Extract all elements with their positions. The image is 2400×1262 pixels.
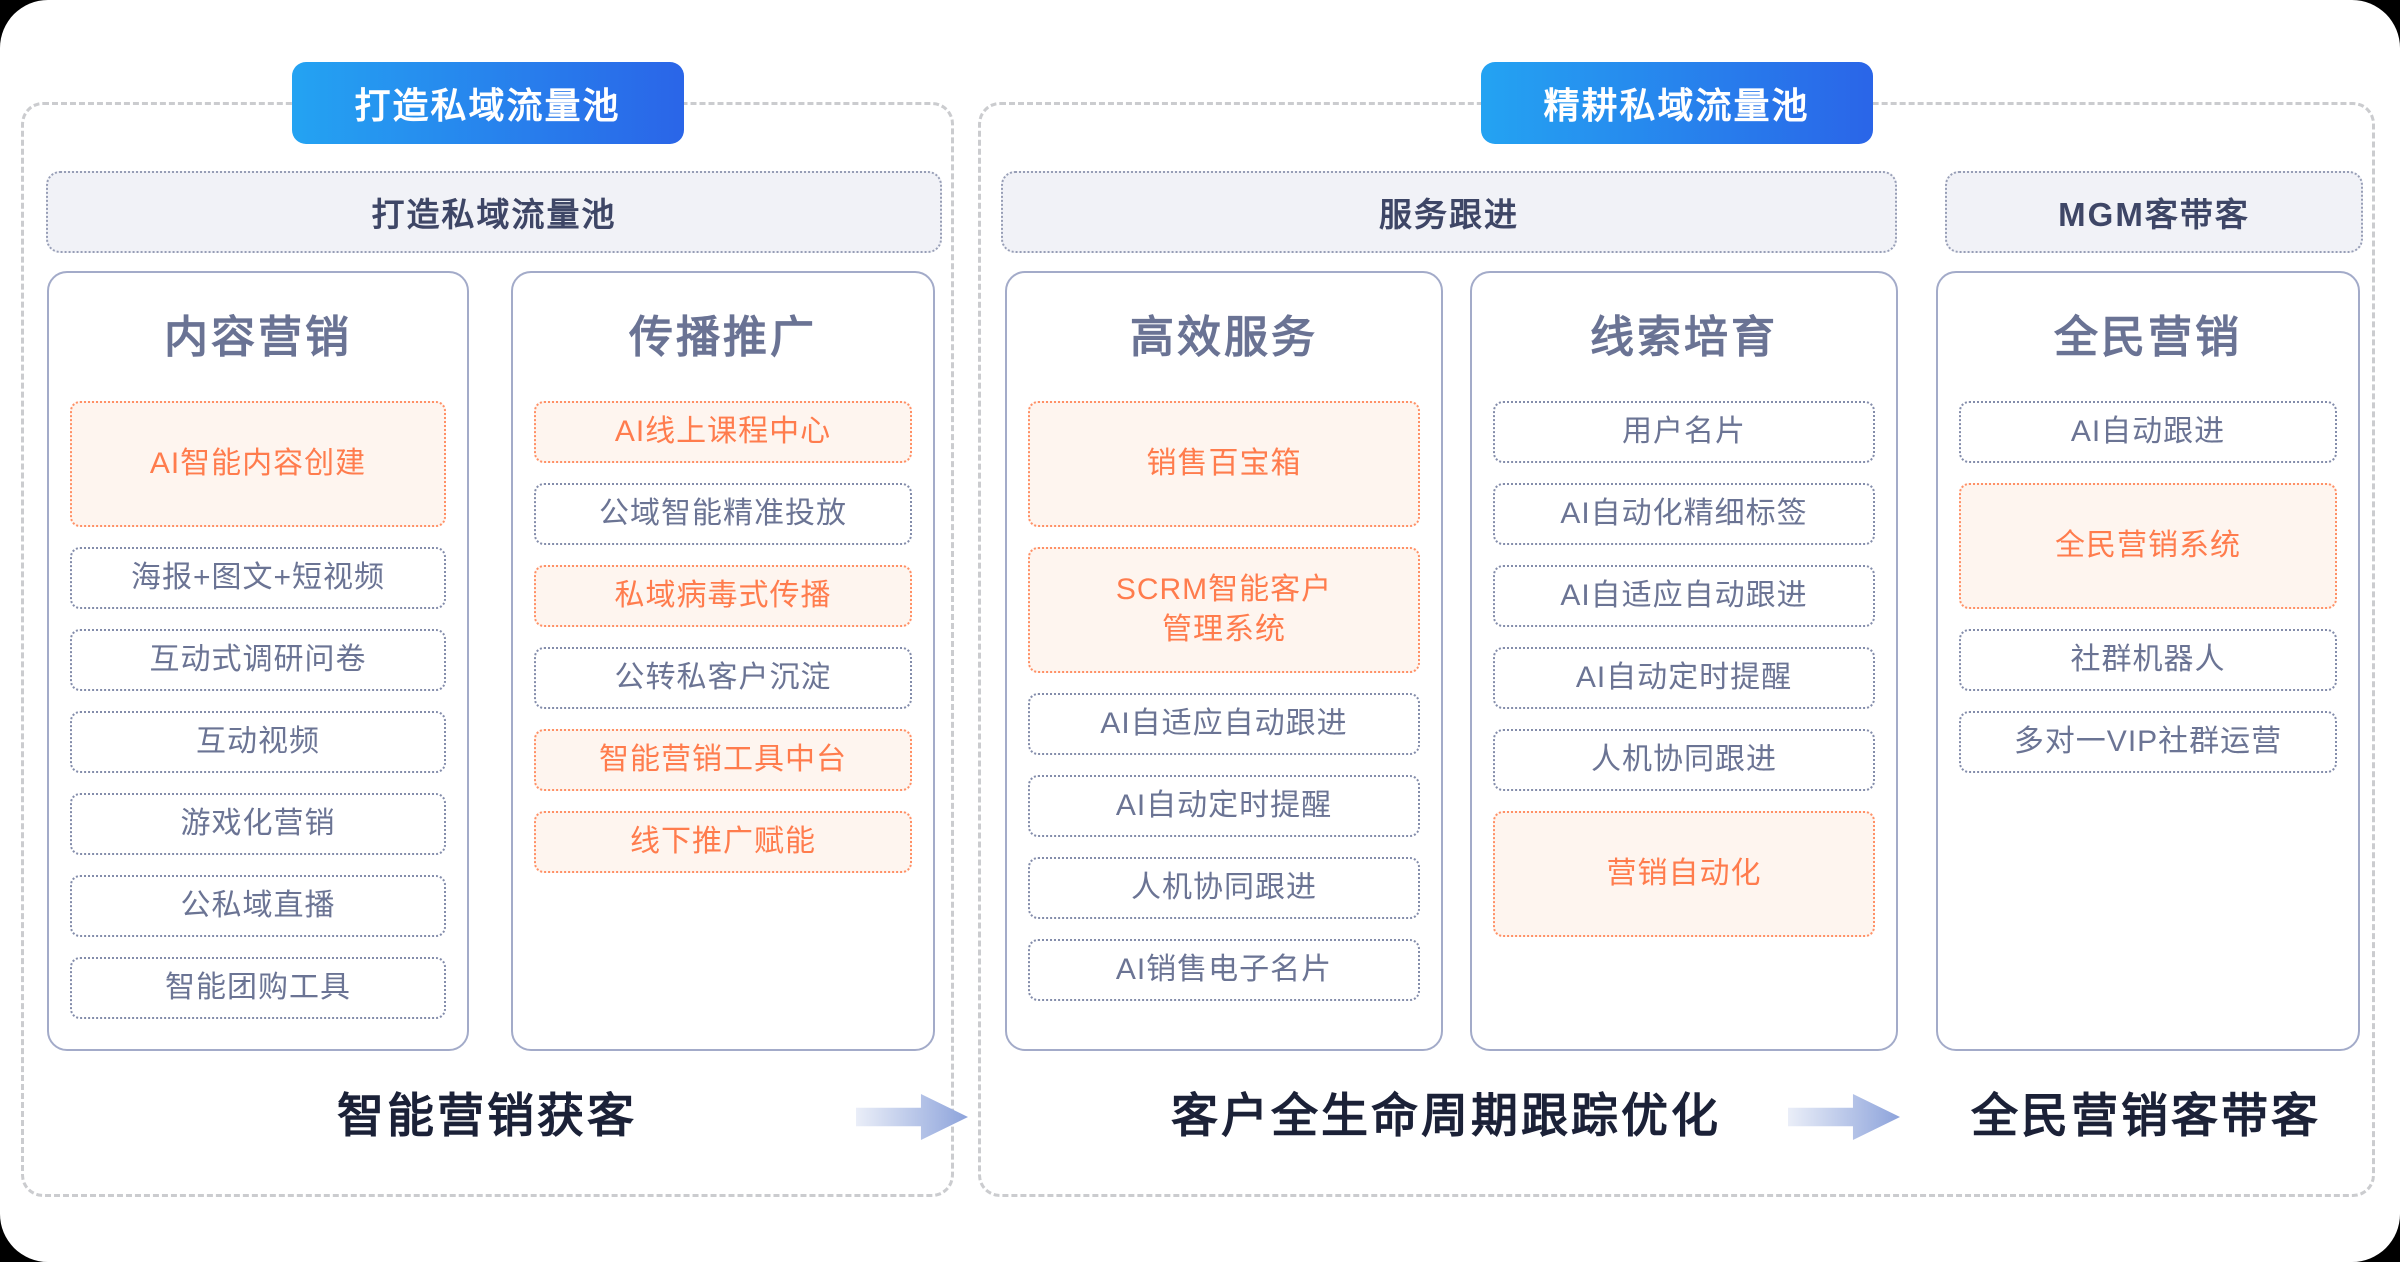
badge-build-private-pool: 打造私域流量池 bbox=[291, 62, 684, 144]
feature-item: 人机协同跟进 bbox=[1493, 729, 1875, 791]
feature-item: 私域病毒式传播 bbox=[534, 565, 912, 627]
header-mgm-referral: MGM客带客 bbox=[1945, 171, 2363, 253]
column-title: 线索培育 bbox=[1590, 313, 1778, 362]
feature-item: AI自适应自动跟进 bbox=[1028, 693, 1420, 755]
header-service-followup: 服务跟进 bbox=[1001, 171, 1897, 253]
feature-item: 游戏化营销 bbox=[70, 793, 446, 855]
feature-item: 公私域直播 bbox=[70, 875, 446, 937]
feature-item: AI自动定时提醒 bbox=[1493, 647, 1875, 709]
feature-item: 销售百宝箱 bbox=[1028, 401, 1420, 527]
feature-item: AI自动定时提醒 bbox=[1028, 775, 1420, 837]
column-title: 全民营销 bbox=[2054, 313, 2242, 362]
caption-referral-marketing: 全民营销客带客 bbox=[1971, 1089, 2321, 1142]
feature-item: 海报+图文+短视频 bbox=[70, 547, 446, 609]
caption-smart-acquisition: 智能营销获客 bbox=[337, 1089, 637, 1142]
feature-item: SCRM智能客户 管理系统 bbox=[1028, 547, 1420, 673]
column-content-marketing: 内容营销 AI智能内容创建 海报+图文+短视频 互动式调研问卷 互动视频 游戏化… bbox=[47, 271, 469, 1051]
feature-item: 人机协同跟进 bbox=[1028, 857, 1420, 919]
column-title: 传播推广 bbox=[629, 313, 817, 362]
feature-item: 公转私客户沉淀 bbox=[534, 647, 912, 709]
caption-lifecycle-optimization: 客户全生命周期跟踪优化 bbox=[1171, 1089, 1721, 1142]
feature-item: 营销自动化 bbox=[1493, 811, 1875, 937]
column-everyone-marketing: 全民营销 AI自动跟进 全民营销系统 社群机器人 多对一VIP社群运营 bbox=[1936, 271, 2360, 1051]
feature-item: 互动视频 bbox=[70, 711, 446, 773]
feature-item: 智能团购工具 bbox=[70, 957, 446, 1019]
column-lead-nurturing: 线索培育 用户名片 AI自动化精细标签 AI自适应自动跟进 AI自动定时提醒 人… bbox=[1470, 271, 1898, 1051]
feature-item: AI自动化精细标签 bbox=[1493, 483, 1875, 545]
column-title: 内容营销 bbox=[164, 313, 352, 362]
feature-item: 公域智能精准投放 bbox=[534, 483, 912, 545]
column-efficient-service: 高效服务 销售百宝箱 SCRM智能客户 管理系统 AI自适应自动跟进 AI自动定… bbox=[1005, 271, 1443, 1051]
feature-item: AI智能内容创建 bbox=[70, 401, 446, 527]
panel-cultivate-private-pool: 精耕私域流量池 服务跟进 MGM客带客 高效服务 销售百宝箱 SCRM智能客户 … bbox=[978, 62, 2375, 1197]
feature-item: AI自动跟进 bbox=[1959, 401, 2337, 463]
feature-item: 线下推广赋能 bbox=[534, 811, 912, 873]
feature-item: 智能营销工具中台 bbox=[534, 729, 912, 791]
feature-item: AI销售电子名片 bbox=[1028, 939, 1420, 1001]
badge-cultivate-private-pool: 精耕私域流量池 bbox=[1480, 62, 1873, 144]
header-build-private-pool: 打造私域流量池 bbox=[46, 171, 942, 253]
feature-item: AI自适应自动跟进 bbox=[1493, 565, 1875, 627]
feature-item: 社群机器人 bbox=[1959, 629, 2337, 691]
feature-item: 全民营销系统 bbox=[1959, 483, 2337, 609]
feature-item: 用户名片 bbox=[1493, 401, 1875, 463]
column-title: 高效服务 bbox=[1130, 313, 1318, 362]
feature-item: AI线上课程中心 bbox=[534, 401, 912, 463]
column-spread-promotion: 传播推广 AI线上课程中心 公域智能精准投放 私域病毒式传播 公转私客户沉淀 智… bbox=[511, 271, 935, 1051]
feature-item: 互动式调研问卷 bbox=[70, 629, 446, 691]
panel-build-private-pool: 打造私域流量池 打造私域流量池 内容营销 AI智能内容创建 海报+图文+短视频 … bbox=[21, 62, 954, 1197]
feature-item: 多对一VIP社群运营 bbox=[1959, 711, 2337, 773]
